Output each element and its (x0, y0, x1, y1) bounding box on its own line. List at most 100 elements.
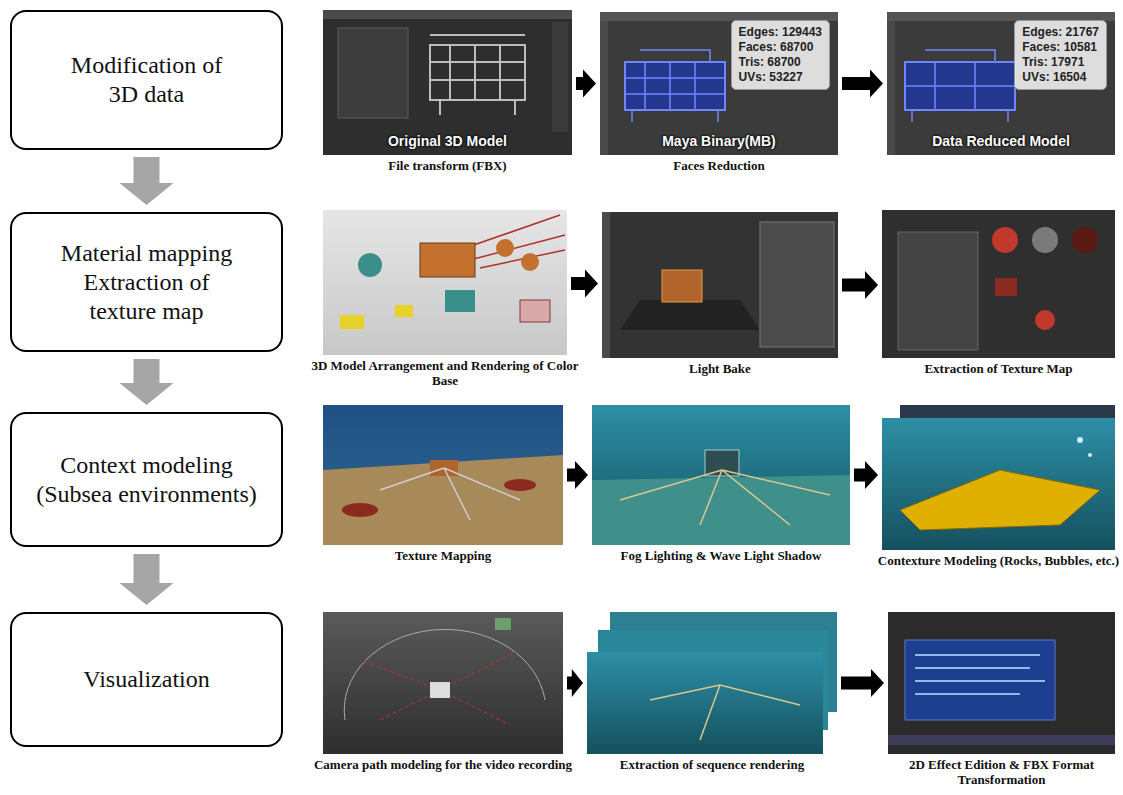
screenshot-ground (602, 212, 838, 358)
texture-swatch (995, 278, 1017, 296)
stats-panel: Edges: 21767Faces: 10581Tris: 17971UVs: … (1014, 20, 1107, 90)
machine-model (521, 253, 539, 271)
material-sphere (1035, 310, 1055, 330)
model-wireframe (430, 45, 525, 100)
material-sphere (1072, 227, 1098, 253)
manifold-model (420, 243, 475, 277)
screenshot-ground (882, 418, 1115, 550)
side-panel (600, 21, 608, 155)
screenshot-ground (600, 12, 838, 155)
screenshot-panel: Light Bake (602, 212, 838, 358)
screenshot-panel: Camera path modeling for the video recor… (323, 612, 563, 754)
model-mesh-lines (905, 50, 1015, 122)
pipe (650, 685, 800, 740)
bubble (1077, 437, 1083, 443)
screenshot-ground (323, 210, 567, 355)
screenshot-ground (887, 12, 1115, 155)
flow-arrow (841, 669, 884, 697)
caption: Extraction of sequence rendering (567, 757, 857, 772)
unit-model (520, 300, 550, 322)
step-label: Context modeling (Subsea environments) (27, 451, 267, 509)
screenshot-ground (587, 652, 823, 754)
stats-line: Tris: 68700 (739, 55, 822, 70)
dialog-lines (915, 655, 1045, 694)
toolbar (323, 10, 572, 19)
machine-model (358, 253, 382, 277)
overlay-title: Original 3D Model (323, 133, 572, 149)
screenshot-panel: Original 3D ModelFile transform (FBX) (323, 10, 572, 155)
stats-line: UVs: 53227 (739, 70, 822, 85)
hypershade-panel (898, 232, 978, 350)
step-box: Context modeling (Subsea environments) (10, 412, 283, 547)
flow-arrow (842, 271, 878, 299)
step-label: Visualization (27, 665, 267, 694)
stats-line: Faces: 68700 (739, 40, 822, 55)
attribute-panel (760, 222, 834, 347)
overlay-title: Data Reduced Model (887, 133, 1115, 149)
stats-line: Edges: 129443 (739, 25, 822, 40)
screenshot-panel: Fog Lighting & Wave Light Shadow (592, 405, 850, 545)
screenshot-ground (323, 405, 563, 545)
caption: 3D Model Arrangement and Rendering of Co… (303, 358, 587, 388)
side-panel (552, 22, 568, 132)
step-label: Material mapping Extraction of texture m… (52, 239, 242, 326)
stats-panel: Edges: 129443Faces: 68700Tris: 68700UVs:… (731, 20, 830, 90)
pipe (380, 468, 520, 520)
overlay-title: Maya Binary(MB) (600, 133, 838, 149)
flow-arrow (120, 359, 174, 405)
step-box: Material mapping Extraction of texture m… (10, 212, 283, 352)
screenshot-panel: Maya Binary(MB)Faces ReductionEdges: 129… (600, 12, 838, 155)
stats-line: Faces: 10581 (1022, 40, 1099, 55)
side-panel (887, 21, 895, 155)
manifold-model (662, 270, 702, 302)
screenshot-ground (323, 10, 572, 155)
screenshot-panel: Data Reduced Model Edges: 21767Faces: 105… (887, 12, 1115, 155)
caption: Contexture Modeling (Rocks, Bubbles, etc… (862, 553, 1123, 568)
seabed (323, 455, 563, 545)
pipe (620, 470, 830, 525)
mat-model (340, 315, 364, 329)
rock-patch (504, 479, 536, 491)
model-proxy (430, 682, 450, 698)
stats-line: Tris: 17971 (1022, 55, 1099, 70)
screenshot-panel: Extraction of sequence rendering (587, 612, 837, 754)
caption: Texture Mapping (303, 548, 583, 563)
caption: File transform (FBX) (303, 158, 592, 173)
step-box: Visualization (10, 612, 283, 747)
bubble (1088, 453, 1092, 457)
caption: Extraction of Texture Map (862, 361, 1123, 376)
screenshot-panel: 2D Effect Edition & FBX Format Transform… (888, 612, 1115, 754)
material-sphere (1032, 227, 1058, 253)
structure-model (900, 470, 1100, 530)
flow-arrow (842, 70, 883, 98)
floor-plane (620, 300, 760, 330)
flow-arrow (120, 554, 174, 605)
timeline (888, 735, 1115, 745)
screenshot-panel: Texture Mapping (323, 405, 563, 545)
flow-arrow (120, 157, 174, 205)
side-panel (602, 212, 610, 358)
step-box: Modification of 3D data (10, 10, 283, 150)
caption: Camera path modeling for the video recor… (303, 757, 583, 772)
screenshot-ground (323, 612, 563, 754)
screenshot-ground (592, 405, 850, 545)
flow-arrow (567, 461, 588, 489)
caption: Faces Reduction (580, 158, 858, 173)
caption: 2D Effect Edition & FBX Format Transform… (868, 757, 1123, 787)
model-mesh-lines (625, 50, 725, 122)
machine-model (496, 239, 514, 257)
screenshot-panel: 3D Model Arrangement and Rendering of Co… (323, 210, 567, 355)
screenshot-ground (888, 612, 1115, 754)
step-label: Modification of 3D data (59, 51, 234, 109)
caption: Light Bake (582, 361, 858, 376)
flow-arrow (854, 461, 878, 489)
screenshot-panel: Contexture Modeling (Rocks, Bubbles, etc… (882, 405, 1115, 550)
material-sphere (992, 227, 1018, 253)
machine-model (445, 290, 475, 312)
flow-arrow (571, 270, 598, 298)
rock-patch (342, 503, 378, 517)
model-lattice (430, 35, 525, 115)
camera-path (360, 650, 520, 725)
flow-arrow (567, 669, 583, 697)
dialog-panel (338, 28, 408, 118)
